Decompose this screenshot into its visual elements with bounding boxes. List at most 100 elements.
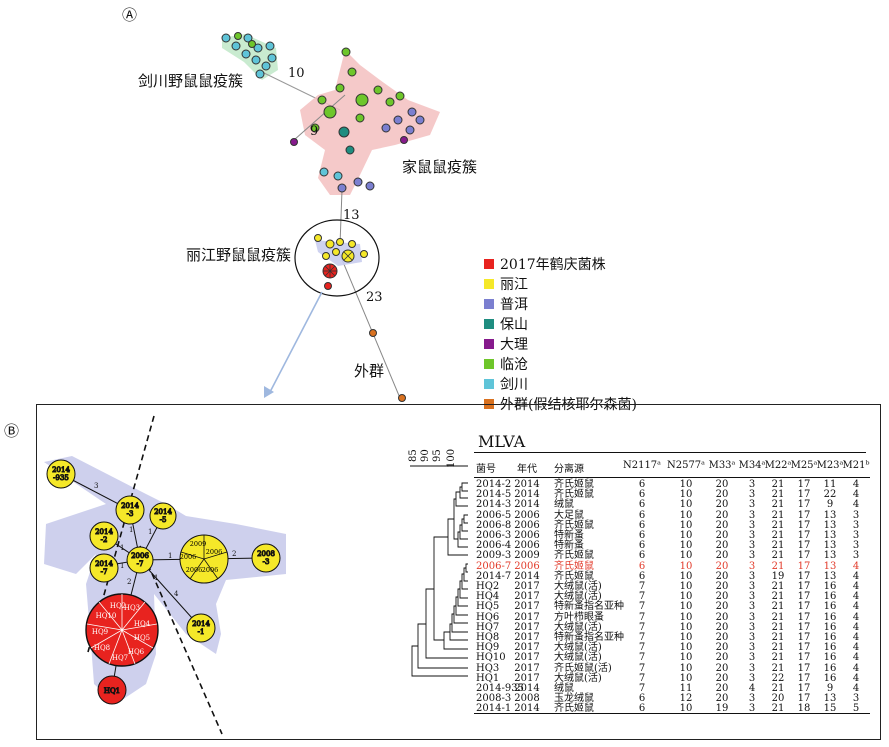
mlva-cell: 17 [797, 479, 811, 490]
mlva-cell: 16 [823, 652, 837, 664]
cluster-label-outgroup: 外群 [354, 362, 385, 380]
mlva-cell: 17 [797, 519, 811, 531]
mlva-cell: 21 [771, 601, 785, 613]
mlva-cell: 2014-5 [476, 489, 512, 501]
mlva-cell: 13 [823, 530, 837, 541]
mlva-cell: 20 [715, 489, 729, 501]
mlva-header: M25ᵃ [790, 460, 818, 471]
distance-label: 13 [343, 208, 360, 223]
mlva-cell: 20 [715, 683, 729, 694]
mlva-cell: 12 [679, 693, 693, 705]
legend-item: 2017年鹤庆菌株 [484, 254, 606, 274]
mlva-cell: 20 [771, 693, 785, 705]
distance-label: 10 [288, 66, 305, 81]
mlva-cell: 3 [852, 693, 860, 705]
mlva-cell: 3 [748, 479, 756, 490]
svg-text:2014: 2014 [192, 620, 210, 628]
mlva-cell: 3 [748, 489, 756, 501]
svg-text:HQ2: HQ2 [110, 602, 126, 610]
svg-text:2006: 2006 [202, 566, 219, 574]
mlva-cell: 20 [715, 570, 729, 582]
svg-text:2014: 2014 [121, 502, 139, 510]
svg-text:HQ10: HQ10 [96, 612, 117, 620]
svg-text:HQ7: HQ7 [112, 654, 128, 662]
mlva-cell: 4 [852, 479, 860, 490]
mlva-cell: 4 [852, 632, 860, 643]
svg-text:2006: 2006 [206, 548, 223, 556]
mlva-cell: 17 [797, 540, 811, 552]
mlva-cell: 2006 [514, 560, 540, 572]
mlva-cell: 3 [852, 540, 860, 552]
mlva-cell: 3 [748, 570, 756, 582]
mlva-cell: 大绒鼠(活) [554, 581, 602, 592]
mlva-cell: 15 [823, 703, 837, 715]
mlva-cell: 10 [679, 621, 693, 633]
svg-text:2014: 2014 [95, 528, 113, 536]
mlva-cell: 13 [823, 560, 837, 572]
mlva-cell: 11 [823, 479, 837, 490]
mlva-cell: 21 [771, 530, 785, 541]
mlva-cell: 3 [748, 550, 756, 562]
mlva-cell: 6 [638, 519, 646, 531]
svg-text:HQ5: HQ5 [134, 634, 150, 642]
panel-b-frame [36, 404, 881, 740]
svg-text:90: 90 [420, 449, 431, 462]
mlva-cell: 齐氏姬鼠(活) [554, 662, 612, 674]
mlva-cell: 3 [748, 560, 756, 572]
mlva-cell: 16 [823, 642, 837, 654]
mlva-cell: 10 [679, 519, 693, 531]
mlva-cell: 2017 [514, 601, 540, 613]
mlva-cell: 绒鼠 [554, 499, 574, 511]
mlva-cell: 20 [715, 560, 729, 572]
mlva-cell: 16 [823, 611, 837, 623]
mlva-cell: 10 [679, 560, 693, 572]
mlva-cell: 6 [638, 489, 646, 501]
mlva-cell: 7 [638, 683, 646, 694]
mlva-cell: 21 [771, 479, 785, 490]
mlva-cell: 玉龙绒鼠 [554, 693, 594, 705]
legend-item: 丽江 [484, 274, 528, 294]
mlva-header: M33ᵃ [708, 460, 736, 471]
cluster-label-lijiang: 丽江野鼠鼠疫簇 [186, 246, 292, 264]
mlva-cell: 4 [852, 581, 860, 592]
legend-swatch [484, 339, 494, 349]
mlva-cell: 10 [679, 703, 693, 715]
mlva-cell: 3 [748, 611, 756, 623]
mlva-cell: 3 [748, 703, 756, 715]
svg-text:HQ6: HQ6 [128, 648, 145, 656]
mlva-cell: 2008-3 [476, 693, 512, 705]
mlva-cell: 17 [797, 672, 811, 684]
svg-text:HQ8: HQ8 [94, 644, 110, 652]
panel-a-label: Ⓐ [122, 6, 138, 24]
mlva-cell: 2017 [514, 591, 540, 603]
mlva-cell: 7 [638, 632, 646, 643]
mlva-cell: 7 [638, 581, 646, 592]
svg-text:HQ9: HQ9 [92, 628, 108, 636]
legend-item: 保山 [484, 314, 528, 334]
mlva-cell: 13 [823, 693, 837, 705]
legend-swatch [484, 379, 494, 389]
mlva-cell: 21 [771, 621, 785, 633]
mlva-cell: 齐氏姬鼠 [554, 479, 594, 490]
mlva-cell: 7 [638, 601, 646, 613]
svg-text:HQ3: HQ3 [124, 604, 140, 612]
legend-item: 大理 [484, 334, 528, 354]
mlva-cell: 齐氏姬鼠 [554, 550, 594, 562]
mlva-cell: 16 [823, 672, 837, 684]
mlva-cell: 4 [852, 672, 860, 684]
mlva-cell: 20 [715, 581, 729, 592]
mlva-cell: 13 [823, 509, 837, 521]
mlva-cell: 20 [715, 509, 729, 521]
svg-text:1: 1 [148, 528, 152, 536]
mlva-cell: 17 [797, 632, 811, 643]
mlva-cell: 21 [771, 652, 785, 664]
mlva-header: 年代 [517, 464, 537, 475]
mst-node: HQ1 [97, 675, 127, 705]
mlva-cell: 3 [852, 530, 860, 541]
svg-text:2008: 2008 [257, 550, 275, 558]
mlva-cell: HQ7 [476, 621, 500, 633]
